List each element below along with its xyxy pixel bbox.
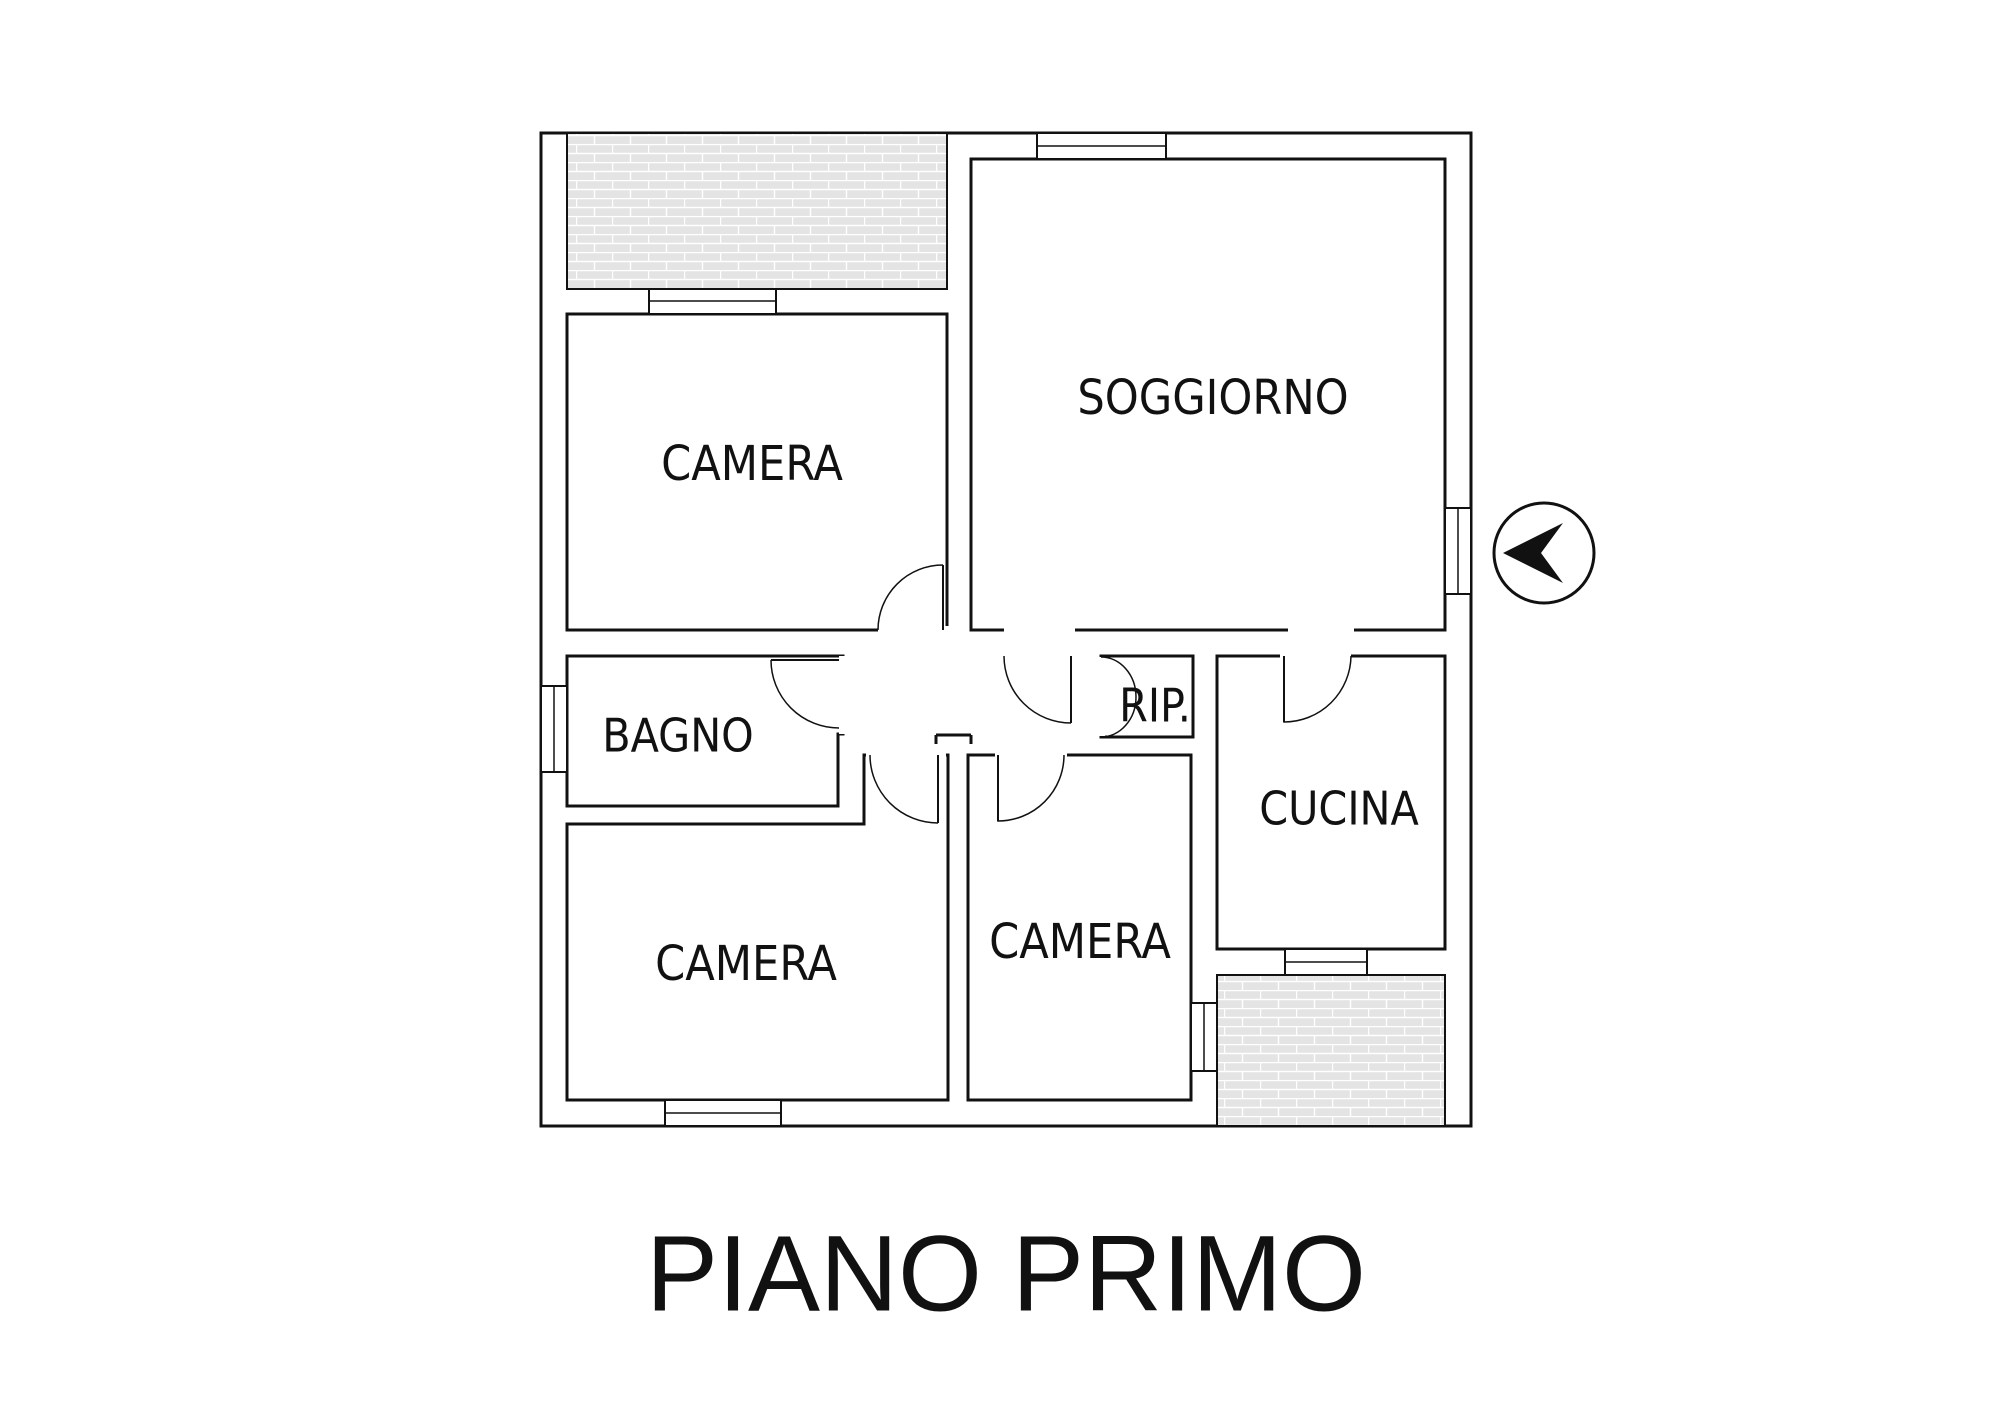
room-soggiorno [969,157,1447,632]
door-camera-s [995,751,1067,822]
door-soggiorno-b [1288,626,1354,634]
room-label-soggiorno: SOGGIORNO [1077,370,1348,426]
window-bagno [540,685,568,773]
terrace-north [566,132,948,290]
north-arrow-icon [1492,501,1596,605]
room-label-camera-s: CAMERA [989,914,1171,970]
plan-title: PIANO PRIMO [646,1213,1366,1334]
door-camera-sw [866,751,946,824]
window-camera-s [1190,1002,1218,1072]
window-soggiorno-north [1036,132,1167,160]
window-camera-sw [664,1099,782,1127]
corridor-wall [934,733,973,744]
door-camera-nw [877,564,949,634]
door-cucina [1280,652,1352,723]
door-ripostiglio [1097,656,1137,738]
terrace-south [1216,974,1446,1127]
window-camera-nw [648,288,777,315]
room-camera-nw [565,312,949,632]
door-bagno [770,656,847,734]
door-soggiorno-a [1003,626,1075,724]
window-soggiorno-east [1444,507,1472,595]
room-camera-sw [565,753,950,1102]
room-ripostiglio [1099,654,1195,739]
room-label-cucina: CUCINA [1259,782,1419,836]
room-cucina [1215,654,1447,951]
room-camera-s [966,753,1193,1102]
window-cucina [1284,948,1368,976]
room-label-camera-sw: CAMERA [655,936,837,992]
room-label-bagno: BAGNO [602,709,753,763]
room-label-camera-nw: CAMERA [661,436,843,492]
room-label-ripostiglio: RIP. [1119,679,1191,733]
